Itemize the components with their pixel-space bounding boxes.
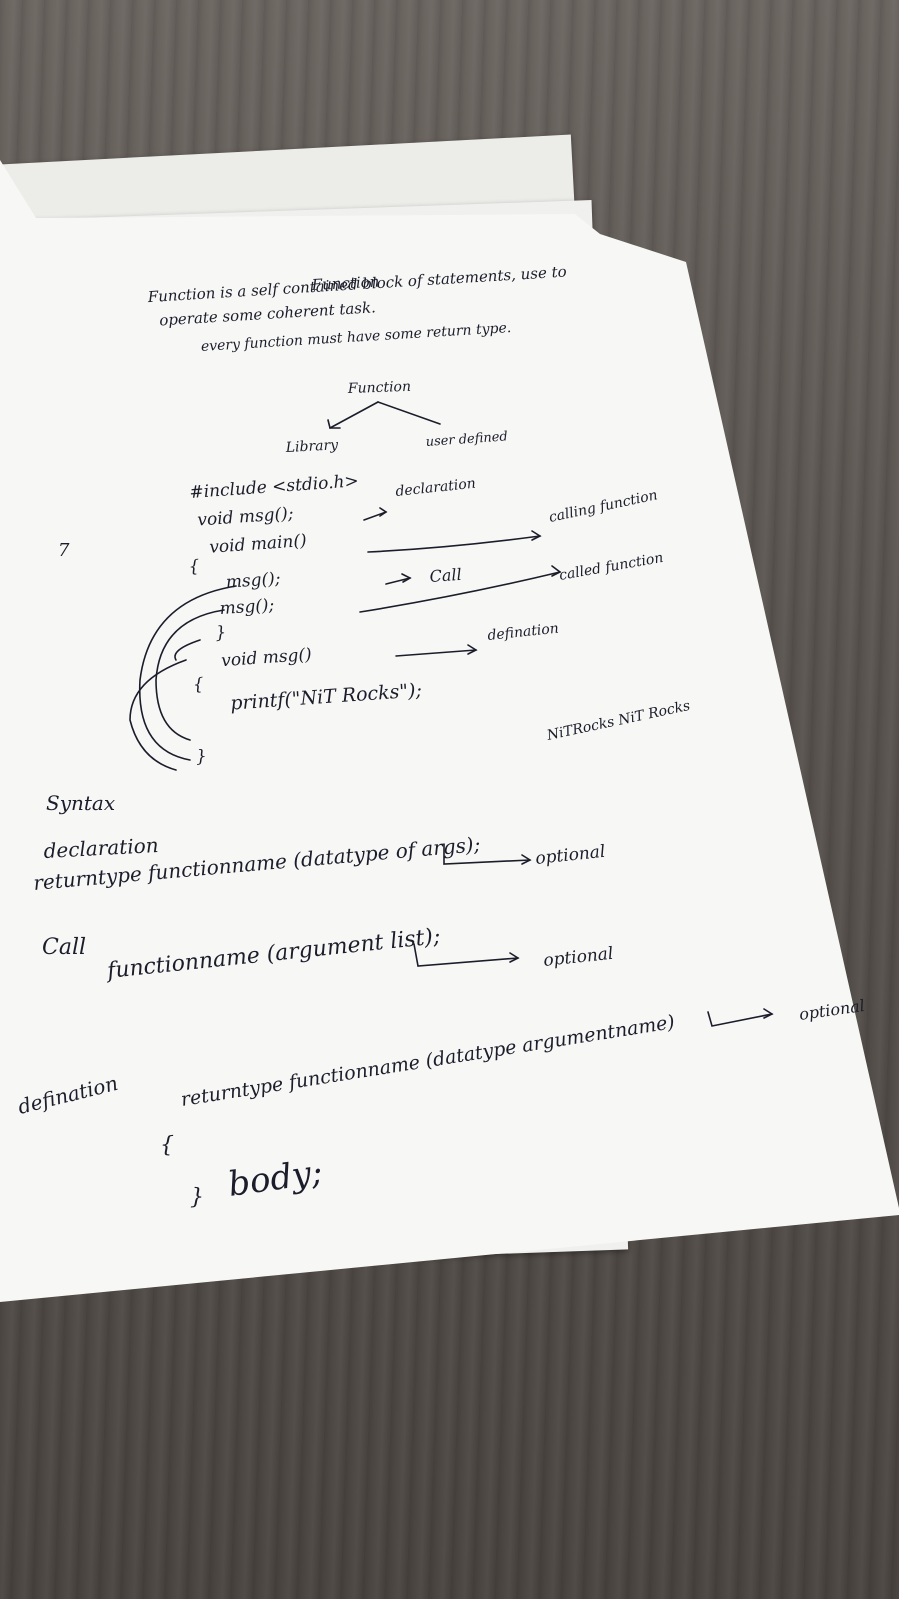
section-declaration: declaration xyxy=(43,833,159,863)
def-brace-close: } xyxy=(190,1185,204,1210)
tree-branches xyxy=(327,401,441,429)
code-def-close: } xyxy=(195,746,207,767)
code-def-brace: { xyxy=(192,675,204,696)
output-text: NiTRocks NiT Rocks xyxy=(545,698,692,744)
optional-2: optional xyxy=(542,944,614,971)
definition-line-3: every function must have some return typ… xyxy=(200,320,511,355)
section-call: Call xyxy=(42,935,86,960)
def-body: body; xyxy=(226,1152,325,1205)
label-declaration: declaration xyxy=(395,476,477,500)
optional-3: optional xyxy=(798,996,866,1024)
label-definition: defination xyxy=(487,621,560,644)
code-definition: void msg() xyxy=(221,645,313,671)
code-include: #include <stdio.h> xyxy=(189,471,360,503)
code-brace-open: { xyxy=(188,557,200,578)
def-brace-open: { xyxy=(160,1133,174,1158)
label-call: Call xyxy=(429,565,462,586)
section-definition: defination xyxy=(15,1071,120,1119)
syntax-definition: returntype functionname (datatype argume… xyxy=(179,1011,676,1111)
code-brace-close: } xyxy=(215,623,227,644)
code-declaration: void msg(); xyxy=(197,504,294,531)
code-main: void main() xyxy=(209,531,308,558)
code-printf: printf("NiT Rocks"); xyxy=(230,679,423,714)
code-call-2: msg(); xyxy=(219,595,275,619)
notes-title: Function xyxy=(310,272,380,294)
side-mark: 7 xyxy=(58,540,70,561)
label-called-function: called function xyxy=(558,550,665,584)
syntax-call: functionname (argument list); xyxy=(104,924,442,984)
section-syntax: Syntax xyxy=(46,791,115,815)
tree-right: user defined xyxy=(425,429,508,450)
label-calling-function: calling function xyxy=(548,487,660,526)
tree-left: Library xyxy=(284,437,339,456)
code-arrows xyxy=(129,507,562,771)
optional-1: optional xyxy=(534,842,606,869)
tree-root: Function xyxy=(347,379,412,397)
code-call-1: msg(); xyxy=(225,569,281,593)
